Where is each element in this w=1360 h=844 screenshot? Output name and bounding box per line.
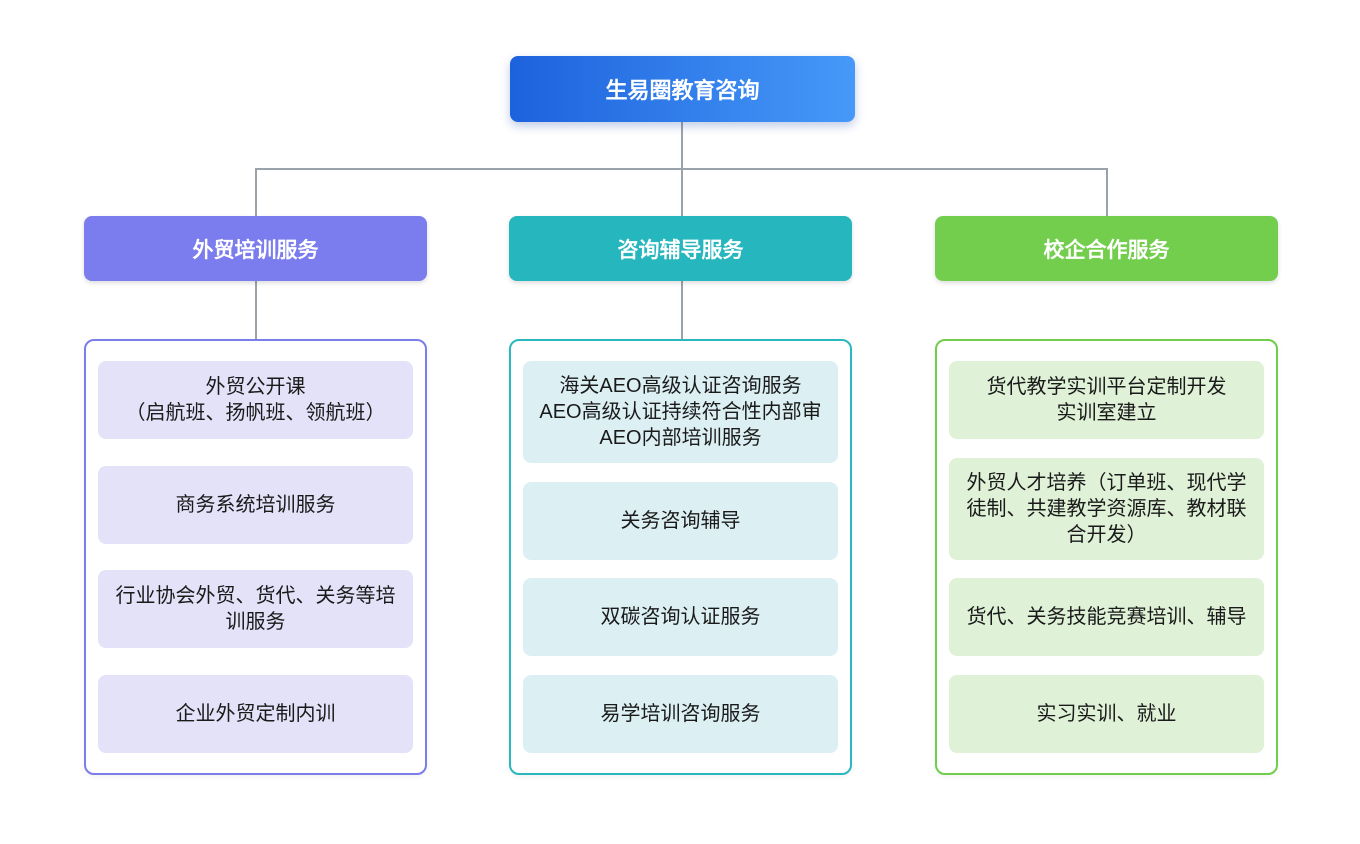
branch-2-header: 咨询辅导服务 (509, 216, 852, 281)
branch-1-item-4: 企业外贸定制内训 (98, 674, 413, 753)
branch-2-item-3: 双碳咨询认证服务 (523, 578, 838, 657)
branch-3-item-3: 货代、关务技能竞赛培训、辅导 (949, 578, 1264, 657)
branch-1-item-2: 商务系统培训服务 (98, 465, 413, 544)
connector-branch-1-drop (255, 168, 257, 216)
branch-1-label: 外贸培训服务 (192, 238, 319, 262)
connector-branch-2-drop (681, 168, 683, 216)
branch-2-container: 海关AEO高级认证咨询服务 AEO高级认证持续符合性内部审 AEO内部培训服务 … (509, 339, 852, 775)
branch-1-header: 外贸培训服务 (84, 216, 427, 281)
branch-3-container: 货代教学实训平台定制开发 实训室建立 外贸人才培养（订单班、现代学徒制、共建教学… (935, 339, 1278, 775)
branch-2-item-2: 关务咨询辅导 (523, 481, 838, 560)
root-node: 生易圈教育咨询 (510, 56, 855, 122)
connector-branch-2-to-list (681, 281, 683, 339)
branch-3-item-2: 外贸人才培养（订单班、现代学徒制、共建教学资源库、教材联合开发） (949, 457, 1264, 560)
branch-3-item-1: 货代教学实训平台定制开发 实训室建立 (949, 361, 1264, 439)
branch-3-item-4: 实习实训、就业 (949, 674, 1264, 753)
connector-branch-1-to-list (255, 281, 257, 339)
branch-1-item-1: 外贸公开课 （启航班、扬帆班、领航班） (98, 361, 413, 439)
connector-root-stem (681, 122, 683, 168)
root-node-label: 生易圈教育咨询 (605, 78, 760, 103)
branch-1-container: 外贸公开课 （启航班、扬帆班、领航班） 商务系统培训服务 行业协会外贸、货代、关… (84, 339, 427, 775)
branch-3-header: 校企合作服务 (935, 216, 1278, 281)
branch-3-label: 校企合作服务 (1043, 238, 1170, 262)
branch-1-item-3: 行业协会外贸、货代、关务等培训服务 (98, 570, 413, 649)
branch-2-item-1: 海关AEO高级认证咨询服务 AEO高级认证持续符合性内部审 AEO内部培训服务 (523, 361, 838, 463)
connector-branch-3-drop (1106, 168, 1108, 216)
branch-2-item-4: 易学培训咨询服务 (523, 674, 838, 753)
branch-2-label: 咨询辅导服务 (617, 238, 744, 262)
